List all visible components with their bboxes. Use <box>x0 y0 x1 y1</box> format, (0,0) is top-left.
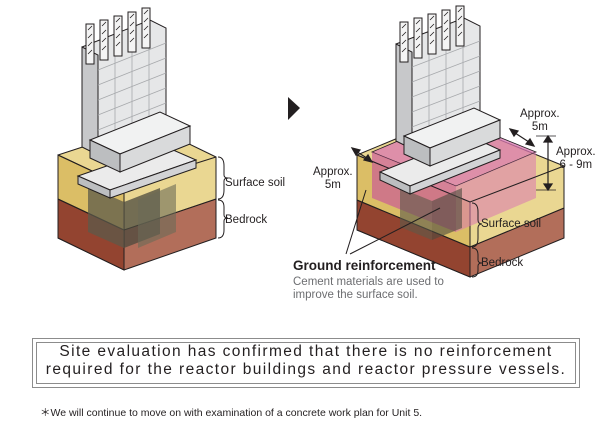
ground-reinforcement-description: Cement materials are used to improve the… <box>293 276 444 301</box>
approx-left-label: Approx. 5m <box>313 166 353 192</box>
transition-arrow-icon <box>288 97 300 120</box>
approx-left-line1: Approx. <box>313 166 353 178</box>
right-surface-soil-label: Surface soil <box>481 218 542 230</box>
description-line-1: Cement materials are used to <box>293 276 444 288</box>
left-surface-soil-label: Surface soil <box>225 177 286 189</box>
conclusion-box-inner-border <box>36 342 576 384</box>
left-building-diagram <box>57 7 229 271</box>
conclusion-line-2: required for the reactor buildings and r… <box>45 361 567 378</box>
left-bedrock-label: Bedrock <box>225 214 268 226</box>
approx-right-label: Approx. 6 - 9m <box>556 146 596 172</box>
conclusion-line-1: Site evaluation has confirmed that there… <box>59 343 553 360</box>
conclusion-text: Site evaluation has confirmed that there… <box>33 343 579 379</box>
right-building-diagram <box>345 5 565 278</box>
conclusion-box: Site evaluation has confirmed that there… <box>32 338 580 388</box>
approx-right-line1: Approx. <box>556 146 596 158</box>
approx-top-line2: 5m <box>531 121 548 133</box>
description-line-2: improve the surface soil. <box>293 288 418 301</box>
approx-right-line2: 6 - 9m <box>559 159 593 171</box>
approx-left-line2: 5m <box>324 179 341 191</box>
approx-top-label: Approx. 5m <box>520 108 560 134</box>
ground-reinforcement-title: Ground reinforcement <box>293 258 436 273</box>
right-bedrock-label: Bedrock <box>481 257 524 269</box>
footnote: ＊We will continue to move on with examin… <box>40 407 423 419</box>
approx-top-line1: Approx. <box>520 108 560 120</box>
